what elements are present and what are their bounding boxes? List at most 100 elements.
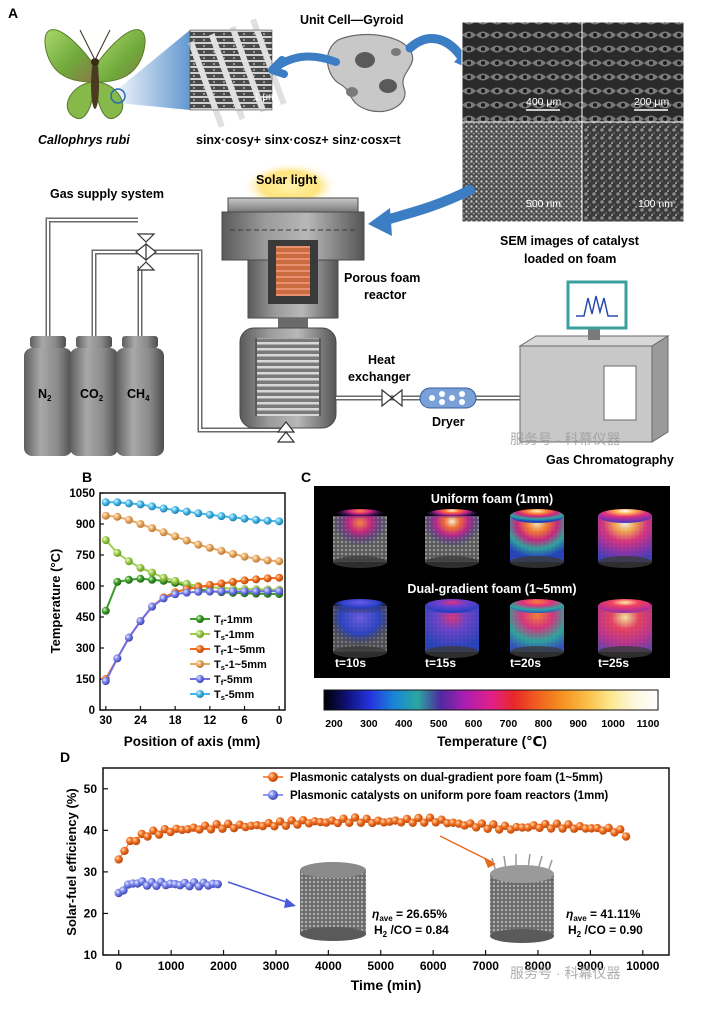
legend-b-5-sub: s bbox=[221, 693, 225, 702]
legend-b-0-pre: T bbox=[214, 614, 221, 626]
chart-b-point bbox=[113, 654, 122, 663]
svg-text:ηave = 41.11%: ηave = 41.11% bbox=[566, 907, 641, 923]
chart-d-point bbox=[143, 832, 152, 841]
panel-d-letter: D bbox=[60, 749, 70, 765]
chart-b-point bbox=[171, 576, 180, 585]
sem-caption-1: SEM images of catalyst bbox=[500, 234, 640, 248]
legend-b-1-post: -1mm bbox=[225, 629, 255, 641]
chart-b-point bbox=[159, 504, 168, 513]
chart-b-ytick-label: 600 bbox=[76, 581, 95, 593]
zoom-beam-1 bbox=[118, 30, 190, 110]
chart-d-xtick-label: 6000 bbox=[420, 959, 447, 973]
chart-d-series bbox=[114, 813, 631, 898]
arrow-gyroid-to-sem bbox=[405, 34, 467, 63]
chart-d-legend: Plasmonic catalysts on dual-gradient por… bbox=[263, 772, 608, 802]
chart-b-ytick-label: 1050 bbox=[69, 488, 95, 500]
chart-d-ytick-label: 40 bbox=[84, 823, 98, 837]
arrow-to-gradient-foam bbox=[439, 835, 493, 863]
chart-b-point bbox=[148, 502, 157, 511]
chart-b-point bbox=[240, 514, 249, 523]
time-label-15s: t=15s bbox=[425, 656, 456, 670]
annot2-h2sub: 2 bbox=[577, 930, 582, 939]
annot2-eta: η bbox=[566, 907, 573, 921]
thermal-cylinder-r1-c2 bbox=[425, 509, 479, 568]
chart-b-point bbox=[159, 594, 168, 603]
panel-c: C Uniform foam (1mm) Dual-gradient foam … bbox=[301, 469, 670, 749]
chart-b-xtick-label: 30 bbox=[99, 715, 112, 727]
watermark-a: 服务号 · 科幕仪器 bbox=[510, 431, 620, 447]
chart-b-point bbox=[113, 548, 122, 557]
chart-b-line-5 bbox=[105, 501, 280, 523]
sem-scale-500nm: 500 nm bbox=[526, 198, 561, 210]
gas-supply-label: Gas supply system bbox=[50, 187, 164, 201]
chart-d-xtick-label: 2000 bbox=[210, 959, 237, 973]
sem-images: 400 μm 200 μm 500 nm 100 nm bbox=[461, 21, 685, 223]
time-label-10s: t=10s bbox=[335, 656, 366, 670]
chart-b-xtick-label: 6 bbox=[241, 715, 247, 727]
chart-b-legend: Tf-1mm Ts-1mm Tf-1~5mm Ts-1~5mm Tf-5mm T… bbox=[190, 614, 267, 702]
chart-d-point bbox=[558, 824, 567, 833]
chart-d-point bbox=[333, 818, 342, 828]
heat-exchanger-label-1: Heat bbox=[368, 353, 396, 367]
chart-b-point bbox=[205, 580, 214, 589]
legend-d-uniform-marker bbox=[268, 790, 278, 800]
panel-a: A Callophrys rubi 1 μm Unit Cell—Gyroid bbox=[8, 5, 685, 467]
chart-b-point bbox=[194, 509, 203, 518]
chart-b-point bbox=[217, 579, 226, 588]
chart-d-point bbox=[483, 824, 492, 834]
thermal-cylinder-r1-c4 bbox=[598, 509, 652, 568]
chart-d-xtick-label: 9000 bbox=[577, 959, 604, 973]
thermal-cylinder-r2-c2 bbox=[425, 599, 479, 658]
chart-b-point bbox=[228, 549, 237, 558]
chart-d-point bbox=[414, 813, 423, 823]
chart-b-point bbox=[113, 498, 122, 507]
legend-b-4-pre: T bbox=[214, 674, 221, 686]
annot1-eta: η bbox=[372, 907, 379, 921]
annotation-uniform: ηave = 26.65% H2 /CO = 0.84 bbox=[372, 907, 449, 939]
legend-b-5-pre: T bbox=[214, 689, 221, 701]
chart-b-ylabel: Temperature (°C) bbox=[48, 549, 63, 654]
legend-d-dual: Plasmonic catalysts on dual-gradient por… bbox=[290, 772, 603, 784]
species-name: Callophrys rubi bbox=[38, 133, 130, 147]
foam-reactor bbox=[221, 197, 365, 330]
svg-text:Ts-1~5mm: Ts-1~5mm bbox=[214, 659, 267, 672]
chart-d-ytick-label: 10 bbox=[84, 948, 98, 962]
chart-d-point bbox=[126, 836, 135, 846]
chart-b-point bbox=[252, 515, 261, 524]
gradient-foam-illustration bbox=[490, 853, 554, 943]
chart-d-point bbox=[621, 832, 631, 841]
chart-d-xtick-label: 4000 bbox=[315, 959, 342, 973]
cylinder-co2-symbol: CO bbox=[80, 387, 99, 401]
chart-b-point bbox=[101, 498, 110, 507]
chart-b-point bbox=[124, 575, 133, 584]
colorbar-tick-label: 700 bbox=[500, 718, 518, 730]
chart-b-point bbox=[101, 677, 110, 686]
chart-b-point bbox=[136, 574, 145, 583]
chart-d-xtick-label: 1000 bbox=[158, 959, 185, 973]
chart-d-point bbox=[212, 820, 221, 829]
cylinder-ch4-symbol: CH bbox=[127, 387, 145, 401]
chart-b-point bbox=[240, 576, 249, 585]
legend-b-0-post: -1mm bbox=[223, 614, 253, 626]
outlet-valve bbox=[381, 388, 403, 408]
chart-b-point bbox=[228, 587, 237, 596]
chart-b-ytick-label: 900 bbox=[76, 519, 95, 531]
svg-text:Tf-5mm: Tf-5mm bbox=[214, 674, 253, 687]
sem-scale-100nm: 100 nm bbox=[638, 198, 673, 210]
reactor-label-1: Porous foam bbox=[344, 271, 420, 285]
chart-d-point bbox=[477, 819, 487, 828]
annot1-h2: H bbox=[374, 923, 383, 937]
dryer bbox=[419, 387, 477, 409]
svg-text:H2 /CO = 0.84: H2 /CO = 0.84 bbox=[374, 923, 449, 939]
arrow-sem-to-reactor bbox=[375, 185, 475, 227]
chart-d-point bbox=[119, 886, 128, 895]
gc-monitor bbox=[566, 280, 628, 330]
svg-text:Tf-1mm: Tf-1mm bbox=[214, 614, 253, 627]
chart-b-point bbox=[252, 554, 261, 563]
svg-text:CH4: CH4 bbox=[127, 387, 150, 403]
chart-d-point bbox=[616, 825, 625, 834]
svg-text:CO2: CO2 bbox=[80, 387, 104, 403]
